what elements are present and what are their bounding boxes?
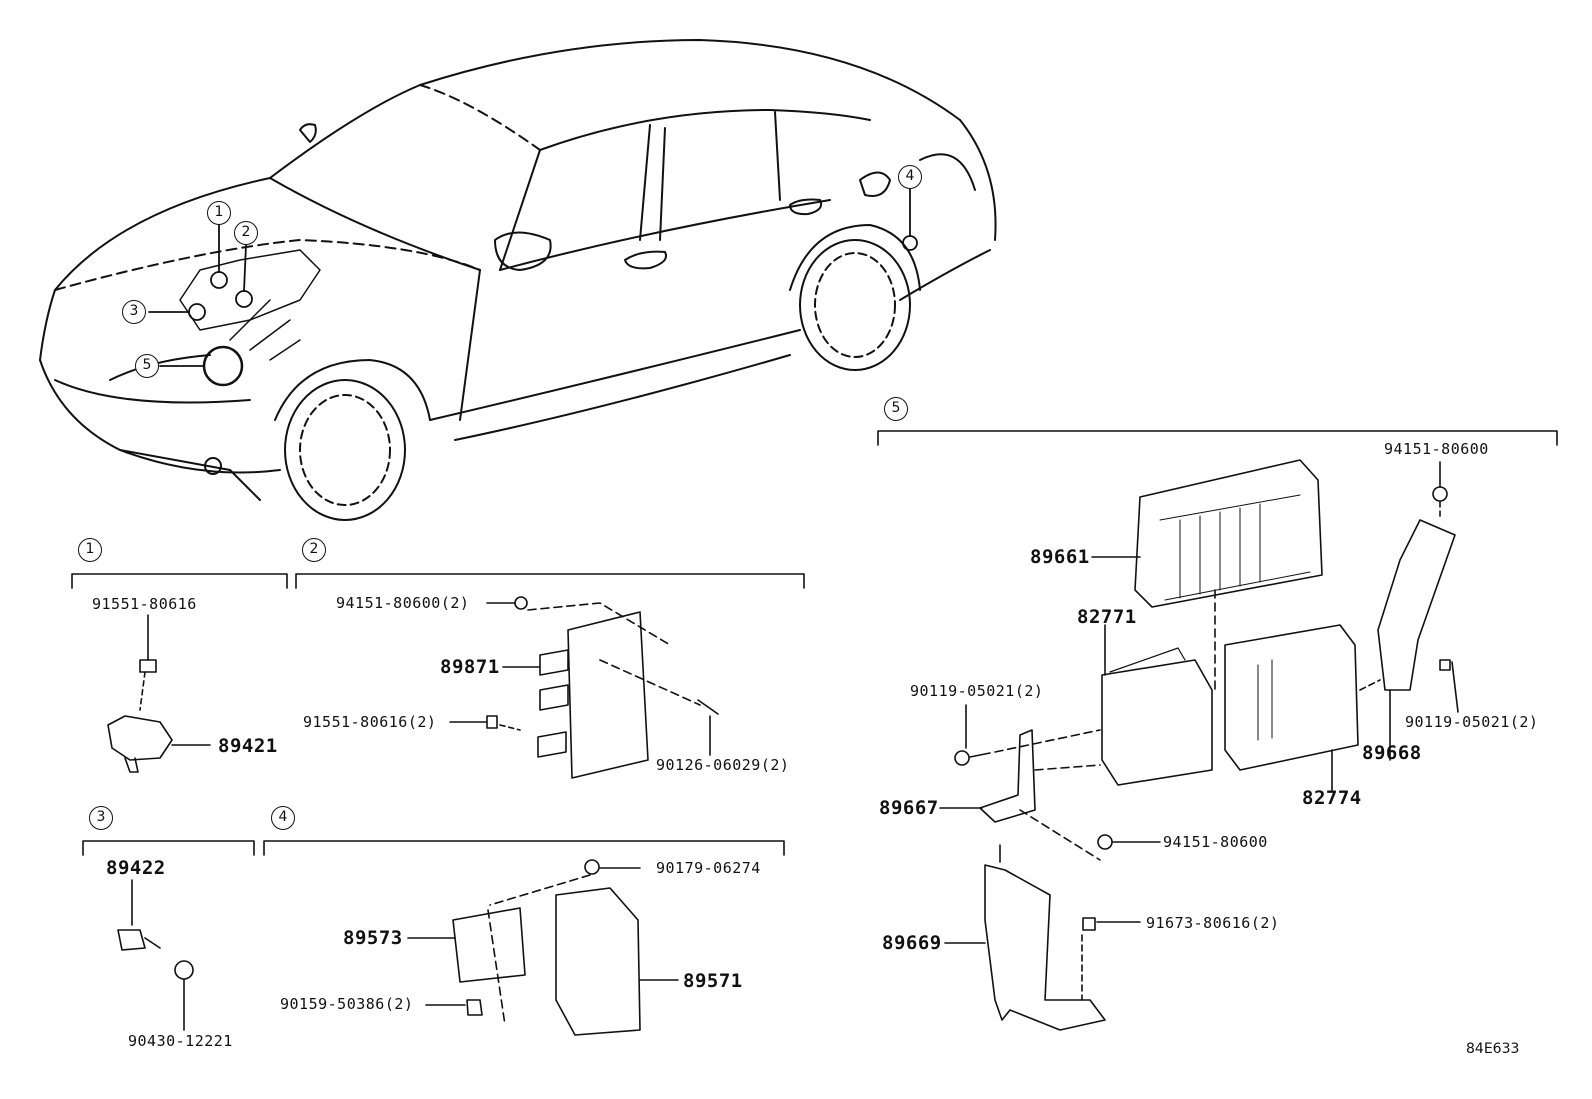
part-label-89668[interactable]: 89668 <box>1362 742 1422 764</box>
group4-drawing <box>407 859 679 1036</box>
part-label-91551-80616[interactable]: 91551-80616 <box>92 595 197 613</box>
part-label-89422[interactable]: 89422 <box>106 857 166 879</box>
part-label-90179-06274[interactable]: 90179-06274 <box>656 859 761 877</box>
callout-3[interactable]: 3 <box>122 300 146 324</box>
group3-drawing <box>117 879 194 1031</box>
group2-number: 2 <box>302 538 326 562</box>
part-label-82771[interactable]: 82771 <box>1077 606 1137 628</box>
car-illustration <box>39 39 997 521</box>
group4-number: 4 <box>271 806 295 830</box>
part-label-89661[interactable]: 89661 <box>1030 546 1090 568</box>
group1-drawing <box>107 614 211 773</box>
part-label-90430-12221[interactable]: 90430-12221 <box>128 1032 233 1050</box>
part-label-89669[interactable]: 89669 <box>882 932 942 954</box>
callout-2[interactable]: 2 <box>234 221 258 245</box>
part-label-89871[interactable]: 89871 <box>440 656 500 678</box>
car-markers <box>148 188 918 387</box>
diagram-code: 84E633 <box>1466 1041 1520 1057</box>
part-label-94151-80600-mid[interactable]: 94151-80600 <box>1163 833 1268 851</box>
callout-5[interactable]: 5 <box>135 354 159 378</box>
part-label-90119-05021-left[interactable]: 90119-05021(2) <box>910 682 1044 700</box>
part-label-89571[interactable]: 89571 <box>683 970 743 992</box>
part-label-90159-50386-x2[interactable]: 90159-50386(2) <box>280 995 414 1013</box>
part-label-90126-06029-x2[interactable]: 90126-06029(2) <box>656 756 790 774</box>
group-brackets <box>71 430 1558 856</box>
group1-number: 1 <box>78 538 102 562</box>
part-label-94151-80600-top[interactable]: 94151-80600 <box>1384 440 1489 458</box>
part-label-89667[interactable]: 89667 <box>879 797 939 819</box>
group3-number: 3 <box>89 806 113 830</box>
part-label-91673-80616-x2[interactable]: 91673-80616(2) <box>1146 914 1280 932</box>
part-label-82774[interactable]: 82774 <box>1302 787 1362 809</box>
part-label-89573[interactable]: 89573 <box>343 927 403 949</box>
part-label-90119-05021-right[interactable]: 90119-05021(2) <box>1405 713 1539 731</box>
callout-1[interactable]: 1 <box>207 201 231 225</box>
group2-drawing <box>449 596 719 779</box>
part-label-89421[interactable]: 89421 <box>218 735 278 757</box>
group5-drawing <box>939 459 1459 1031</box>
part-label-94151-80600-x2[interactable]: 94151-80600(2) <box>336 594 470 612</box>
group5-number: 5 <box>884 397 908 421</box>
part-label-91551-80616-x2[interactable]: 91551-80616(2) <box>303 713 437 731</box>
callout-4[interactable]: 4 <box>898 165 922 189</box>
